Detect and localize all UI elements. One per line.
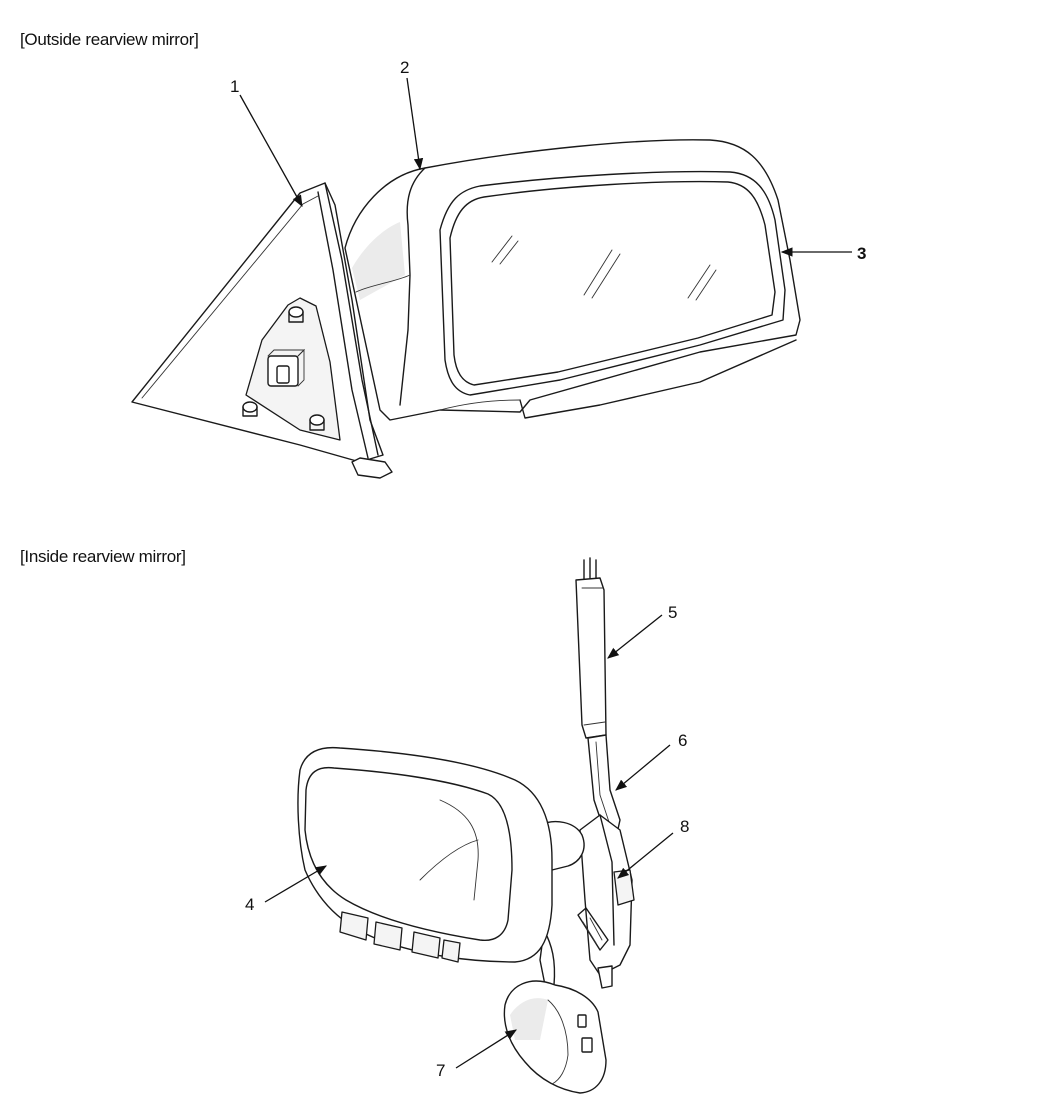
inside-mirror-cover — [503, 980, 607, 1094]
inside-mirror-wiring-upper — [575, 557, 607, 739]
callout-leader-7-8 — [617, 832, 674, 879]
callout-label-2: 2 — [400, 58, 409, 77]
callout-leader-1 — [239, 94, 303, 208]
mounting-stud — [242, 306, 325, 431]
callout-label-4: 4 — [245, 895, 254, 914]
inside-mirror-assembly — [297, 557, 635, 1094]
callout-leader-5 — [607, 614, 663, 659]
callout-label-7: 7 — [436, 1061, 445, 1080]
mirror-mounting-bracket — [131, 182, 393, 479]
callout-leader-2 — [406, 77, 424, 171]
callout-labels: 1 2 3 4 5 6 7 8 — [230, 58, 866, 1080]
callout-label-8: 8 — [680, 817, 689, 836]
section-title-inside-mirror: [Inside rearview mirror] — [20, 547, 186, 566]
outside-mirror-assembly — [131, 139, 801, 479]
inside-mirror-mount-bracket — [577, 814, 635, 989]
callout-label-6: 6 — [678, 731, 687, 750]
callout-leader-4 — [264, 865, 328, 903]
mirror-connector — [267, 348, 306, 387]
callout-label-1: 1 — [230, 77, 239, 96]
inside-mirror-body — [297, 746, 585, 991]
callout-leader-7 — [455, 1029, 517, 1069]
callout-leaders — [239, 77, 852, 1069]
callout-label-5: 5 — [668, 603, 677, 622]
callout-label-3: 3 — [857, 244, 866, 263]
section-title-outside-mirror: [Outside rearview mirror] — [20, 30, 199, 49]
callout-leader-6 — [615, 744, 671, 791]
inside-mirror-buttons — [339, 911, 461, 963]
mirror-glass — [439, 170, 786, 396]
